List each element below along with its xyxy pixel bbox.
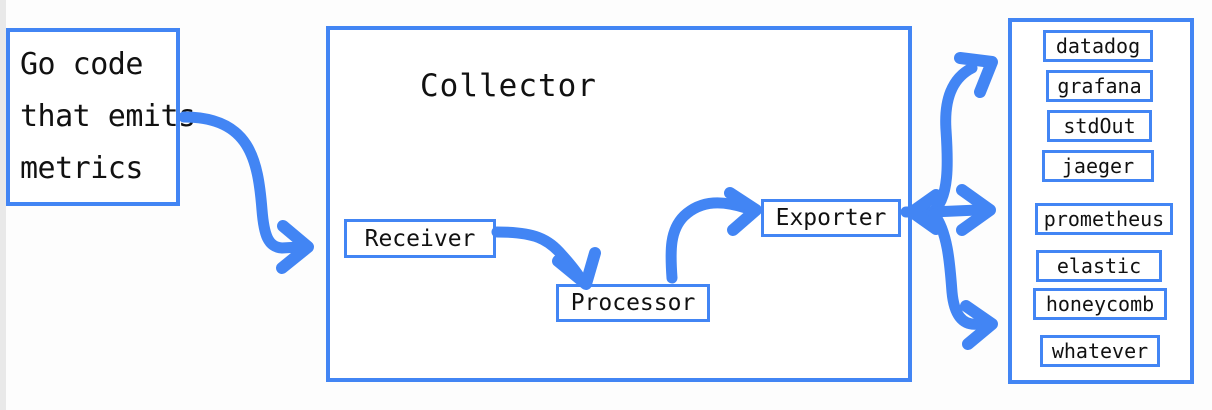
- arrow-fanout-upper-head: [954, 52, 998, 98]
- source-line-1: Go code: [20, 47, 143, 82]
- exporter-box: Exporter: [761, 199, 901, 237]
- arrow-fanout-upper: [926, 62, 978, 218]
- receiver-box: Receiver: [344, 219, 496, 258]
- arrow-source-to-receiver: [178, 111, 306, 254]
- source-line-3: metrics: [20, 151, 143, 186]
- arrow-fanout-stem-head: [906, 189, 942, 235]
- arrow-fanout-middle-head: [956, 184, 996, 236]
- backend-item-elastic: elastic: [1036, 250, 1162, 282]
- arrow-fanout-lower-head: [960, 300, 998, 350]
- arrow-fanout-lower: [928, 208, 984, 330]
- backend-item-datadog: datadog: [1043, 30, 1153, 62]
- backend-item-jaeger: jaeger: [1042, 150, 1154, 182]
- backend-item-grafana: grafana: [1046, 70, 1153, 102]
- backend-item-prometheus: prometheus: [1035, 203, 1173, 235]
- processor-box: Processor: [556, 284, 710, 322]
- collector-title: Collector: [420, 68, 597, 104]
- backend-item-whatever: whatever: [1040, 335, 1160, 367]
- go-code-source-box: Go code that emits metrics: [6, 28, 196, 206]
- backend-item-stdout: stdOut: [1047, 110, 1152, 142]
- source-line-2: that emits: [20, 99, 196, 134]
- backend-item-honeycomb: honeycomb: [1033, 288, 1167, 320]
- arrow-fanout-middle: [926, 204, 984, 218]
- arrow-source-to-receiver-head: [276, 220, 314, 274]
